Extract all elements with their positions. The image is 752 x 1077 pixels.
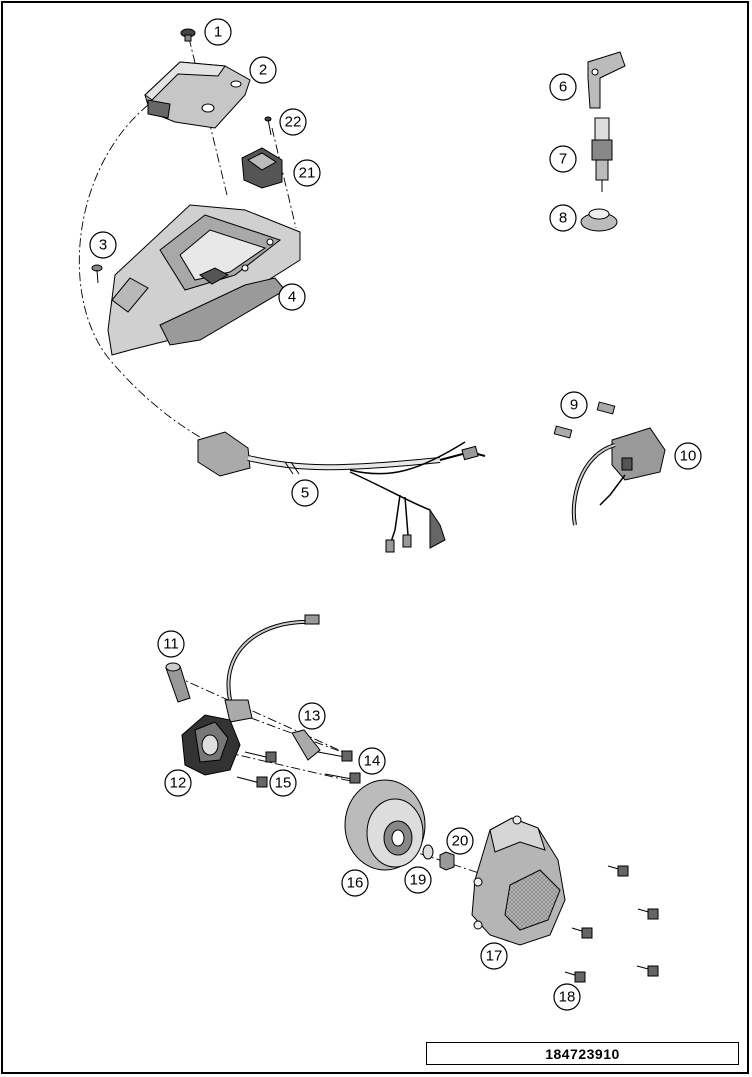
svg-text:8: 8 — [559, 210, 567, 227]
svg-text:4: 4 — [288, 289, 296, 306]
callout-15: 15 — [269, 769, 297, 797]
svg-text:14: 14 — [364, 753, 381, 770]
callout-2: 2 — [249, 56, 277, 84]
svg-text:16: 16 — [347, 875, 364, 892]
part-8-cap — [580, 208, 618, 232]
svg-text:21: 21 — [299, 165, 316, 182]
part-22-screw — [264, 116, 272, 136]
part-11-cable-grommet — [165, 614, 320, 723]
callout-18: 18 — [553, 983, 581, 1011]
callout-12: 12 — [164, 769, 192, 797]
callout-9: 9 — [560, 391, 588, 419]
callout-8: 8 — [549, 204, 577, 232]
svg-text:1: 1 — [214, 24, 222, 41]
callout-10: 10 — [674, 442, 702, 470]
part-18-screws — [564, 865, 659, 983]
callout-3: 3 — [89, 231, 117, 259]
svg-text:18: 18 — [559, 989, 576, 1006]
svg-text:9: 9 — [570, 397, 578, 414]
svg-text:19: 19 — [410, 872, 427, 889]
callout-20: 20 — [446, 827, 474, 855]
part-2-control-unit — [144, 61, 251, 129]
part-1-screw — [180, 28, 196, 42]
part-5-wire-harness — [197, 431, 486, 553]
callout-22: 22 — [279, 108, 307, 136]
svg-text:22: 22 — [285, 114, 302, 131]
part-9-screws — [553, 401, 616, 439]
callout-14: 14 — [358, 747, 386, 775]
callout-group: 1 2 3 4 5 6 7 8 9 10 11 12 13 14 15 16 1… — [89, 18, 702, 1011]
part-20-nut — [439, 851, 455, 871]
svg-text:6: 6 — [559, 79, 567, 96]
part-6-spark-plug-connector — [587, 51, 626, 109]
svg-text:10: 10 — [680, 448, 697, 465]
part-19-washer — [422, 844, 434, 860]
svg-text:17: 17 — [486, 948, 503, 965]
part-14-15-bolts — [236, 750, 361, 788]
svg-text:12: 12 — [170, 775, 187, 792]
svg-text:20: 20 — [452, 833, 469, 850]
part-17-ignition-cover — [471, 815, 566, 946]
part-13-bracket — [291, 729, 321, 761]
callout-6: 6 — [549, 73, 577, 101]
svg-text:2: 2 — [259, 62, 267, 79]
drawing-number: 184723910 — [426, 1042, 739, 1065]
callout-4: 4 — [278, 283, 306, 311]
callout-17: 17 — [480, 942, 508, 970]
svg-text:7: 7 — [559, 151, 567, 168]
callout-5: 5 — [291, 479, 319, 507]
part-12-stator — [181, 714, 241, 776]
svg-text:13: 13 — [304, 708, 321, 725]
callout-19: 19 — [404, 866, 432, 894]
part-21-rubber-holder — [241, 147, 283, 189]
callout-13: 13 — [298, 702, 326, 730]
part-3-screw — [91, 264, 103, 284]
callout-21: 21 — [293, 159, 321, 187]
svg-text:3: 3 — [99, 237, 107, 254]
callout-11: 11 — [157, 630, 185, 658]
part-4-holder — [107, 204, 301, 356]
callout-1: 1 — [204, 18, 232, 46]
svg-text:15: 15 — [275, 775, 292, 792]
part-7-spark-plug — [591, 117, 613, 192]
svg-text:5: 5 — [301, 485, 309, 502]
callout-7: 7 — [549, 145, 577, 173]
svg-text:11: 11 — [163, 636, 179, 653]
callout-16: 16 — [341, 869, 369, 897]
part-16-flywheel — [344, 779, 426, 871]
part-10-ignition-coil — [571, 427, 666, 526]
